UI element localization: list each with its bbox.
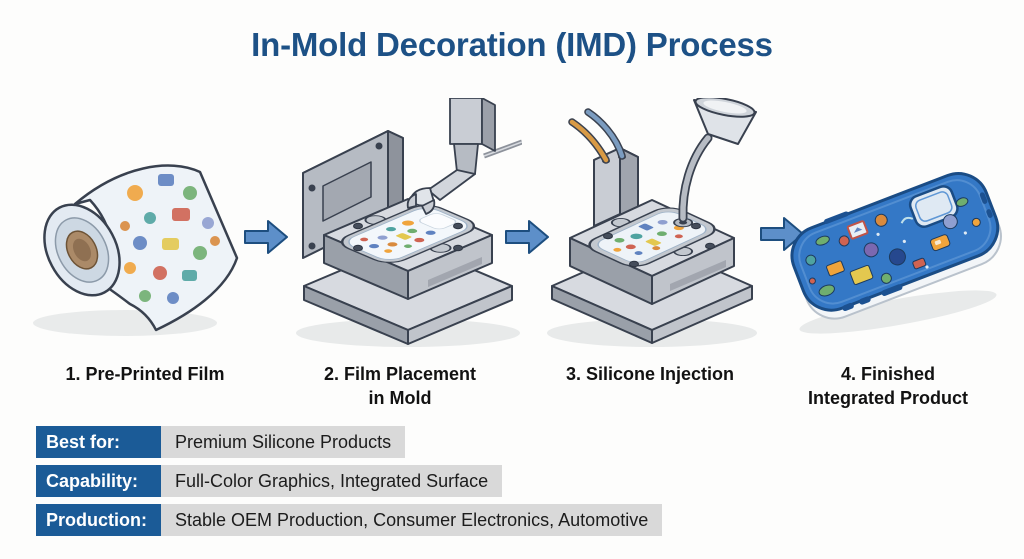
info-row-production: Production: Stable OEM Production, Consu…	[36, 504, 663, 536]
step-1	[30, 138, 250, 350]
info-row-capability: Capability: Full-Color Graphics, Integra…	[36, 465, 662, 497]
film-print-dots	[613, 219, 684, 255]
page-title: In-Mold Decoration (IMD) Process	[251, 26, 773, 63]
right-arrow-icon	[760, 217, 804, 251]
silicone-injection-icon	[547, 98, 757, 347]
roll-end	[43, 203, 121, 297]
printed-film-roll-icon	[33, 164, 239, 336]
info-table: Best for: Premium Silicone Products Capa…	[36, 426, 663, 543]
info-value: Premium Silicone Products	[161, 426, 406, 458]
step-2	[278, 98, 522, 350]
step-2-label: 2. Film Placement in Mold	[323, 364, 477, 408]
step-1-label: 1. Pre-Printed Film	[65, 364, 225, 384]
mold-cavity-with-film	[588, 207, 716, 267]
film-print-pattern	[120, 174, 220, 304]
shadow	[799, 290, 997, 334]
step-4	[780, 150, 1012, 348]
info-value: Stable OEM Production, Consumer Electron…	[161, 504, 663, 536]
info-label: Best for:	[36, 426, 161, 458]
step-3	[542, 98, 766, 350]
step-3-label: 3. Silicone Injection	[565, 364, 735, 384]
mold-screws	[353, 222, 463, 252]
injector-funnel	[678, 98, 757, 223]
step-4-label: 4. Finished Integrated Product	[807, 364, 968, 408]
mold-cavity-with-film	[340, 205, 476, 263]
process-arrow-3	[758, 214, 806, 254]
printed-stickers	[805, 197, 981, 297]
feed-tubes	[568, 108, 626, 164]
shadow	[33, 310, 217, 336]
robot-arm-icon	[406, 98, 522, 215]
info-label: Capability:	[36, 465, 161, 497]
finished-phone-case-icon	[790, 172, 1002, 334]
info-value: Full-Color Graphics, Integrated Surface	[161, 465, 503, 497]
info-row-best-for: Best for: Premium Silicone Products	[36, 426, 662, 458]
right-arrow-icon	[505, 220, 549, 254]
process-arrow-2	[503, 217, 551, 257]
right-arrow-icon	[244, 220, 288, 254]
process-arrow-1	[242, 217, 290, 257]
side-buttons	[824, 192, 993, 312]
film-print-dots	[360, 220, 436, 253]
mold-film-placement-icon	[296, 98, 522, 347]
info-label: Production:	[36, 504, 161, 536]
mold-screws	[603, 222, 715, 268]
